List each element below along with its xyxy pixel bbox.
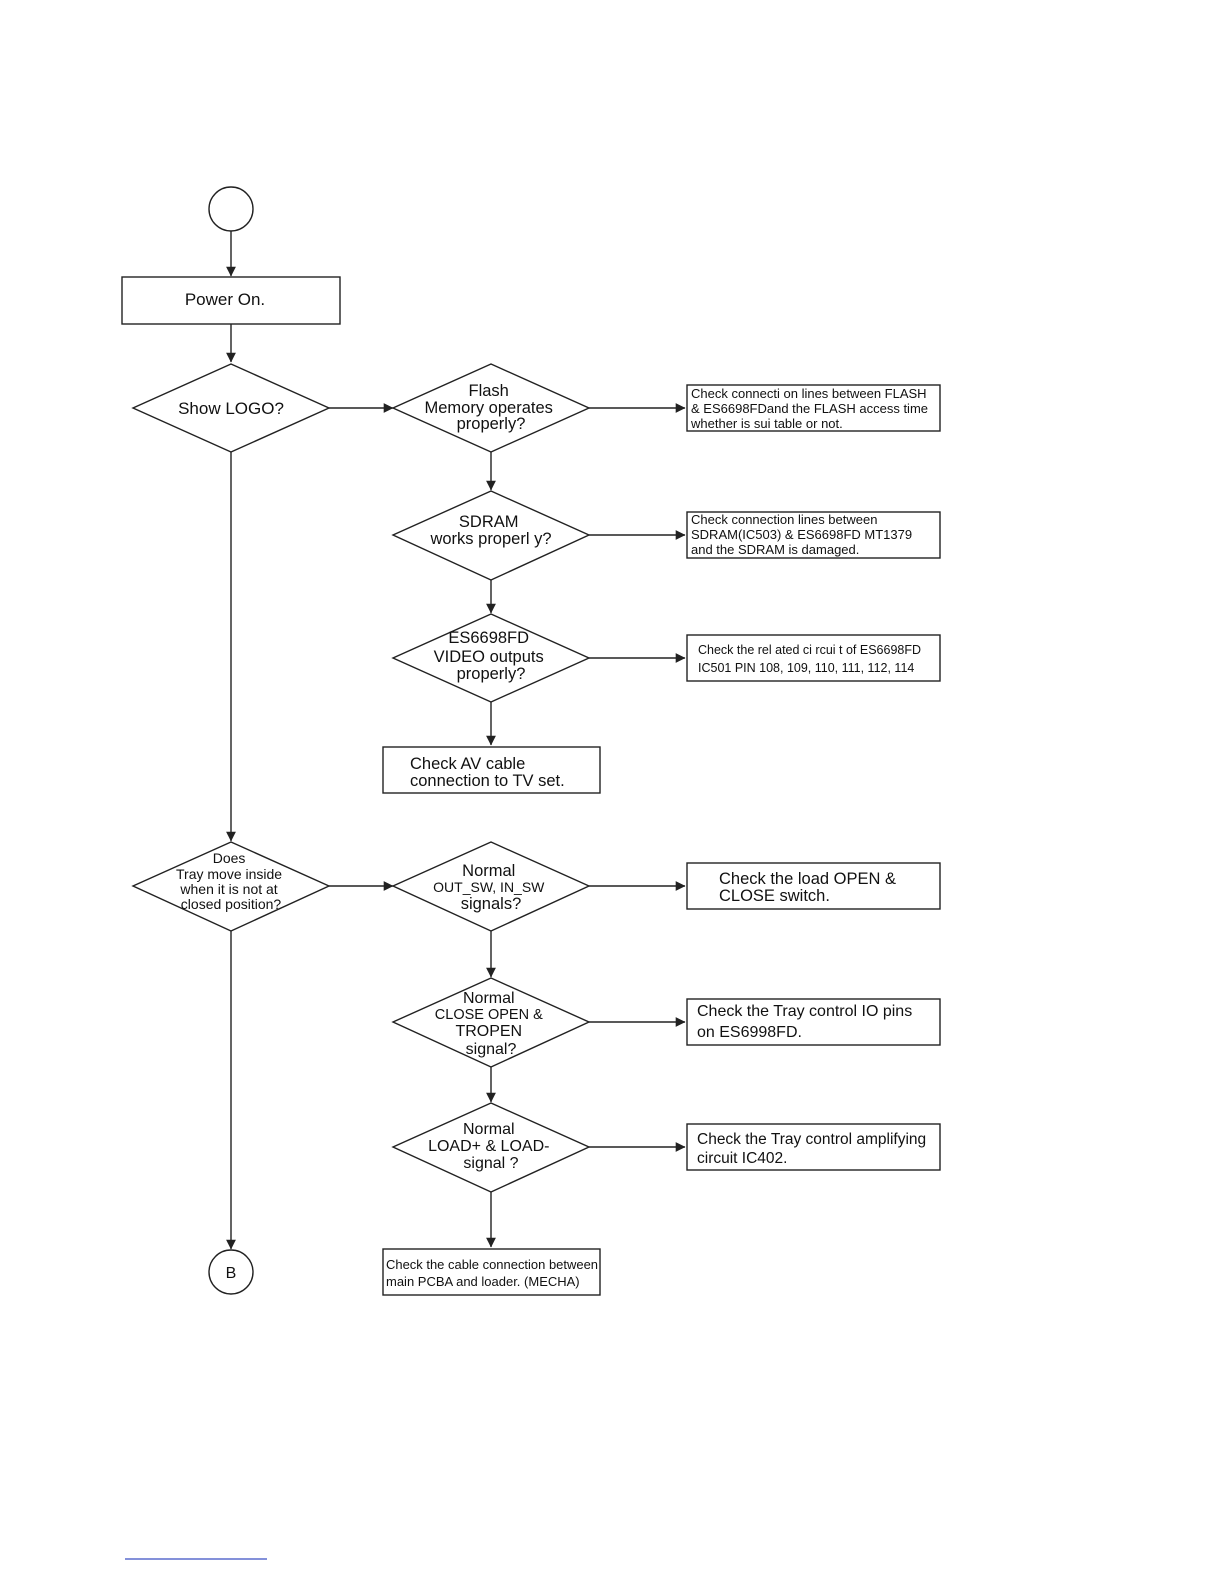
start-connector [208, 186, 254, 232]
sdram-decision: SDRAM works properl y? [391, 490, 591, 581]
sdram-fix-line: and the SDRAM is damaged. [691, 542, 859, 557]
load-signal-decision: Normal LOAD+ & LOAD- signal ? [391, 1102, 591, 1193]
svg-text:ES6698FD VIDEO outputs: ES6698FD VIDEO outputs properly? [434, 629, 549, 683]
cable-connection-box: Check the cable connection between main … [382, 1248, 602, 1296]
load-fix-line: circuit IC402. [697, 1150, 787, 1167]
flash-q-line: Flash [469, 382, 509, 400]
sdram-fix-line: SDRAM(IC503) & ES6698FD MT1379 [691, 527, 912, 542]
switch-signal-decision: Normal OUT_SW, IN_SW signals? [391, 841, 591, 932]
tray-move-decision: Does Tray move inside when it is not at … [131, 841, 331, 932]
power-on-box: Power On. [121, 276, 341, 325]
cable-fix-line: Check the cable connection between [386, 1257, 598, 1272]
sw-fix-line: Check the load OPEN & [719, 870, 896, 888]
sw-q-line: signals? [461, 895, 522, 913]
sw-fix-line: CLOSE switch. [719, 887, 830, 905]
sw-q-line: OUT_SW, IN_SW [433, 879, 545, 895]
flash-fix-line: Check connecti on lines between FLASH [691, 386, 927, 401]
svg-text:SDRAM works properl y?: SDRAM works properl y? [429, 513, 551, 548]
svg-text:Normal OUT_SW, IN_SW: Normal OUT_SW, IN_SW signals? [433, 862, 549, 913]
svg-text:Does Tray move inside: Does Tray move inside when it is not at … [176, 850, 286, 912]
connector-b: B [208, 1249, 254, 1295]
svg-text:Check connecti on lines betwee: Check connecti on lines between FLASH & … [690, 386, 932, 431]
svg-text:Check AV cable connectio: Check AV cable connection to TV set. [410, 755, 565, 790]
flash-fix-box: Check connecti on lines between FLASH & … [686, 384, 941, 432]
svg-text:Normal CLOSE OPEN &: Normal CLOSE OPEN & TROPEN signal? [435, 990, 547, 1058]
sdram-q-line: SDRAM [459, 513, 519, 531]
tropen-fix-line: Check the Tray control IO pins [697, 1003, 912, 1020]
load-fix-line: Check the Tray control amplifying [697, 1131, 926, 1148]
flash-memory-decision: Flash Memory operates properly? [391, 363, 591, 453]
svg-text:Check the rel ated ci rcui t o: Check the rel ated ci rcui t of ES6698FD… [698, 643, 925, 675]
load-q-line: signal ? [463, 1155, 518, 1172]
switch-fix-box: Check the load OPEN & CLOSE switch. [686, 862, 941, 910]
video-fix-box: Check the rel ated ci rcui t of ES6698FD… [686, 634, 941, 682]
sw-q-line: Normal [462, 862, 515, 880]
av-fix-line: Check AV cable [410, 755, 525, 773]
video-q-line: properly? [457, 665, 526, 683]
cable-fix-line: main PCBA and loader. (MECHA) [386, 1274, 580, 1289]
svg-text:Flash Memory operates: Flash Memory operates properly? [425, 382, 558, 433]
tray-q-line: closed position? [181, 896, 282, 912]
flash-fix-line: & ES6698FDand the FLASH access time [691, 401, 928, 416]
sdram-fix-line: Check connection lines between [691, 512, 877, 527]
svg-text:Normal LOAD+ & LOAD-: Normal LOAD+ & LOAD- signal ? [428, 1121, 554, 1172]
flow-arrows [226, 231, 686, 1250]
svg-text:Check the Tray control amplify: Check the Tray control amplifying circui… [697, 1131, 930, 1167]
connector-b-label: B [226, 1265, 237, 1282]
tropen-q-line: Normal [463, 990, 515, 1007]
show-logo-decision: Show LOGO? [131, 363, 331, 453]
sdram-fix-box: Check connection lines between SDRAM(IC5… [686, 511, 941, 559]
av-cable-box: Check AV cable connection to TV set. [382, 746, 601, 794]
show-logo-label: Show LOGO? [178, 399, 284, 418]
flash-q-line: properly? [457, 415, 526, 433]
power-on-label: Power On. [185, 290, 265, 309]
tropen-signal-decision: Normal CLOSE OPEN & TROPEN signal? [391, 977, 591, 1068]
load-q-line: LOAD+ & LOAD- [428, 1138, 549, 1155]
video-q-line: ES6698FD [448, 629, 529, 647]
tropen-q-line: signal? [466, 1041, 517, 1058]
av-fix-line: connection to TV set. [410, 772, 565, 790]
tropen-fix-line: on ES6998FD. [697, 1024, 802, 1041]
video-fix-line: IC501 PIN 108, 109, 110, 111, 112, 114 [698, 661, 914, 675]
flash-fix-line: whether is sui table or not. [690, 416, 843, 431]
tray-q-line: Tray move inside [176, 866, 282, 882]
tropen-q-line: CLOSE OPEN & [435, 1007, 543, 1023]
tropen-fix-box: Check the Tray control IO pins on ES6998… [686, 998, 941, 1046]
flash-q-line: Memory operates [425, 399, 553, 417]
tray-q-line: when it is not at [179, 881, 277, 897]
sdram-q-line: works properl y? [429, 530, 551, 548]
svg-text:Check connection lines between: Check connection lines between SDRAM(IC5… [691, 512, 916, 557]
svg-text:Check the cable connection bet: Check the cable connection between main … [386, 1257, 602, 1289]
svg-text:Check the load OPEN & CL: Check the load OPEN & CLOSE switch. [719, 870, 901, 905]
svg-text:Check the Tray control IO pins: Check the Tray control IO pins on ES6998… [697, 1003, 917, 1041]
load-q-line: Normal [463, 1121, 515, 1138]
tropen-q-line: TROPEN [455, 1023, 522, 1040]
video-fix-line: Check the rel ated ci rcui t of ES6698FD [698, 643, 921, 657]
video-output-decision: ES6698FD VIDEO outputs properly? [391, 613, 591, 703]
tray-q-line: Does [213, 850, 246, 866]
video-q-line: VIDEO outputs [434, 648, 544, 666]
load-fix-box: Check the Tray control amplifying circui… [686, 1123, 941, 1171]
